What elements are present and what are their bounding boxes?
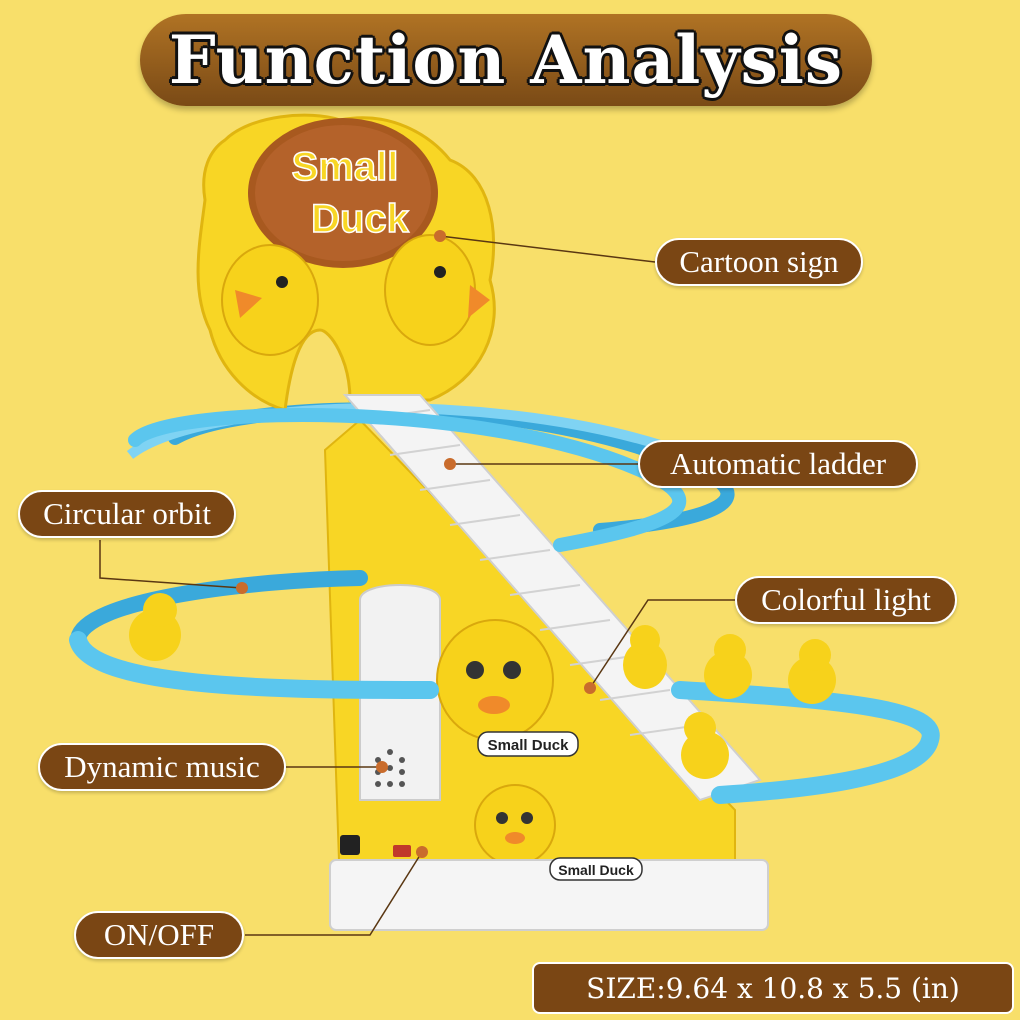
callout-circular-orbit-text: Circular orbit: [43, 496, 211, 531]
middle-brand-label: Small Duck: [488, 737, 570, 754]
callout-cartoon-sign: Cartoon sign: [655, 238, 863, 286]
title-banner: Function Analysis: [140, 14, 872, 106]
size-info: SIZE:9.64 x 10.8 x 5.5 (in): [532, 962, 1014, 1014]
size-text: SIZE:9.64 x 10.8 x 5.5 (in): [586, 971, 960, 1005]
page-title: Function Analysis: [168, 21, 844, 99]
sign-line1: Small: [292, 145, 399, 189]
callout-colorful-light: Colorful light: [735, 576, 957, 624]
callout-circular-orbit: Circular orbit: [18, 490, 236, 538]
callout-colorful-light-text: Colorful light: [761, 582, 931, 617]
callout-on-off-text: ON/OFF: [103, 917, 215, 952]
callout-on-off: ON/OFF: [74, 911, 244, 959]
callout-cartoon-sign-text: Cartoon sign: [679, 244, 839, 279]
callout-dynamic-music: Dynamic music: [38, 743, 286, 791]
toy-body: [323, 394, 769, 931]
sign-line2: Duck: [311, 197, 410, 241]
track-ducks: [129, 593, 836, 779]
cartoon-sign-board: [196, 113, 496, 412]
callout-automatic-ladder: Automatic ladder: [638, 440, 918, 488]
callout-automatic-ladder-text: Automatic ladder: [669, 446, 887, 481]
callout-dynamic-music-text: Dynamic music: [64, 749, 260, 784]
base-brand-label: Small Duck: [558, 862, 634, 878]
